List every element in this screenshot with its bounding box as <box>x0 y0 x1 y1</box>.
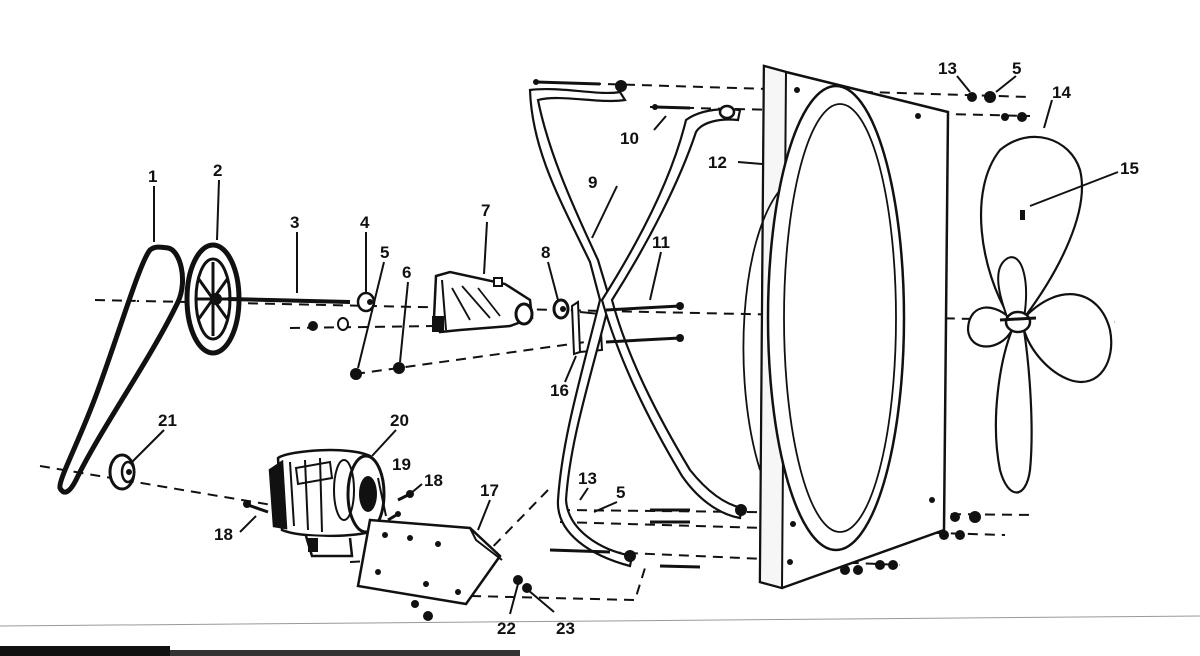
callout-10: 10 <box>620 129 639 148</box>
hardware-right <box>549 91 1027 575</box>
v-belt <box>57 244 186 495</box>
callout-4: 4 <box>360 213 370 232</box>
callout-5-left: 5 <box>380 243 389 262</box>
callout-15: 15 <box>1120 159 1139 178</box>
shaft <box>227 297 351 304</box>
callout-16: 16 <box>550 381 569 400</box>
leader-lines <box>131 75 1119 615</box>
washers-left <box>308 317 405 380</box>
callout-20: 20 <box>390 411 409 430</box>
scan-edge <box>0 615 1200 656</box>
pulley <box>184 242 242 356</box>
center-bolts <box>605 302 684 344</box>
motor-mount-plate <box>356 518 532 621</box>
callout-18-left: 18 <box>214 525 233 544</box>
callouts: 1 2 3 4 5 6 7 8 9 10 11 12 13 5 14 15 16… <box>148 59 1139 638</box>
callout-22: 22 <box>497 619 516 638</box>
bearing-housing <box>432 270 534 334</box>
callout-19: 19 <box>392 455 411 474</box>
shroud-panel <box>742 64 950 590</box>
callout-3: 3 <box>290 213 299 232</box>
callout-23: 23 <box>556 619 575 638</box>
callout-5-bottom: 5 <box>616 483 625 502</box>
callout-6: 6 <box>402 263 411 282</box>
x-frame <box>528 80 747 568</box>
callout-17: 17 <box>480 481 499 500</box>
bolts-top <box>533 79 691 110</box>
motor <box>268 448 386 558</box>
motor-pulley <box>108 453 136 491</box>
callout-11: 11 <box>652 233 670 252</box>
callout-8: 8 <box>541 243 550 262</box>
collar <box>356 291 376 313</box>
callout-18-right: 18 <box>424 471 443 490</box>
callout-9: 9 <box>588 173 597 192</box>
bearing-nut <box>552 298 570 320</box>
callout-5-top: 5 <box>1012 59 1021 78</box>
callout-14: 14 <box>1052 83 1071 102</box>
callout-7: 7 <box>481 201 490 220</box>
fan-blade <box>966 135 1113 494</box>
callout-21: 21 <box>158 411 177 430</box>
callout-13-top: 13 <box>938 59 957 78</box>
callout-2: 2 <box>213 161 222 180</box>
callout-12: 12 <box>708 153 727 172</box>
callout-1: 1 <box>148 167 157 186</box>
callout-13-bottom: 13 <box>578 469 597 488</box>
